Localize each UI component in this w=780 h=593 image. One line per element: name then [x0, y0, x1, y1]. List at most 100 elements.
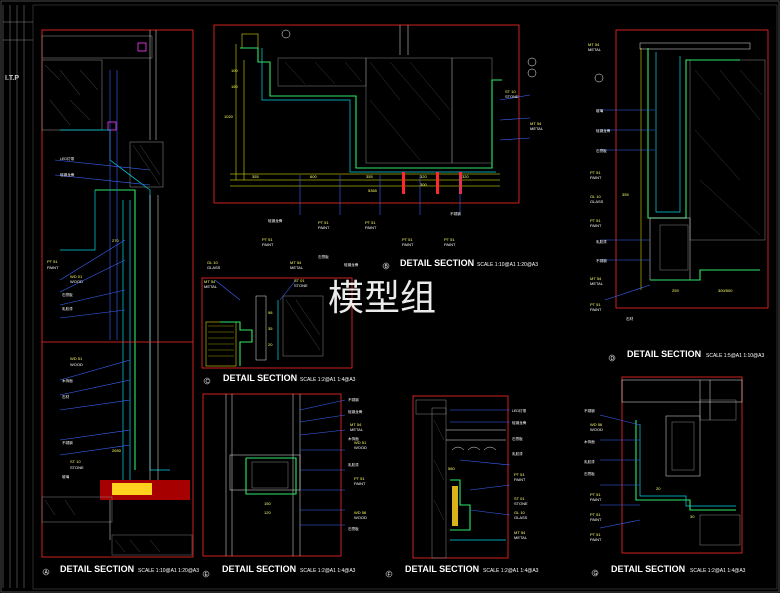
svg-text:150: 150: [264, 501, 271, 506]
svg-text:METAL: METAL: [514, 535, 528, 540]
svg-text:玻璃: 玻璃: [62, 474, 70, 479]
svg-text:5365: 5365: [368, 188, 378, 193]
svg-text:1020: 1020: [224, 114, 234, 119]
svg-text:GLASS: GLASS: [207, 265, 221, 270]
svg-text:LED灯带: LED灯带: [60, 156, 75, 161]
svg-text:120: 120: [264, 510, 271, 515]
svg-text:GLASS: GLASS: [590, 199, 604, 204]
panel-d: MT 54 METAL PT 51 PAINT GL 10 GLASS PT 5…: [588, 29, 769, 362]
svg-text:不锈钢: 不锈钢: [584, 408, 595, 413]
svg-text:35: 35: [268, 326, 273, 331]
panel-e-letter: E: [205, 572, 209, 578]
svg-text:PAINT: PAINT: [590, 223, 602, 228]
panel-d-title: DETAIL SECTION: [627, 349, 701, 359]
svg-text:MT 54: MT 54: [350, 422, 362, 427]
svg-text:PAINT: PAINT: [514, 477, 526, 482]
svg-text:乳胶漆: 乳胶漆: [348, 462, 359, 467]
svg-text:不锈钢: 不锈钢: [596, 258, 607, 263]
svg-text:METAL: METAL: [204, 284, 218, 289]
svg-text:20: 20: [656, 486, 661, 491]
svg-text:PT 51: PT 51: [262, 237, 273, 242]
panel-f-letter: F: [388, 572, 391, 578]
svg-text:98: 98: [268, 310, 273, 315]
svg-text:PAINT: PAINT: [318, 225, 330, 230]
corner-logo: I.T.P: [5, 75, 19, 82]
svg-text:PT 51: PT 51: [318, 220, 329, 225]
svg-text:MT 54: MT 54: [204, 279, 216, 284]
svg-text:PAINT: PAINT: [590, 307, 602, 312]
svg-text:木饰面: 木饰面: [62, 378, 73, 383]
svg-text:METAL: METAL: [290, 265, 304, 270]
svg-text:PT 51: PT 51: [354, 476, 365, 481]
panel-c-letter: C: [206, 379, 210, 385]
panel-e-title: DETAIL SECTION: [222, 564, 296, 574]
svg-text:不锈钢: 不锈钢: [450, 211, 461, 216]
svg-text:STONE: STONE: [505, 94, 519, 99]
svg-text:WOOD: WOOD: [354, 445, 367, 450]
svg-text:320: 320: [420, 174, 427, 179]
svg-text:GL 10: GL 10: [514, 510, 526, 515]
panel-f-scale: SCALE 1:2@A1 1:4@A3: [483, 568, 539, 574]
svg-text:PT 51: PT 51: [590, 512, 601, 517]
svg-text:PAINT: PAINT: [365, 225, 377, 230]
svg-text:轻钢龙骨: 轻钢龙骨: [268, 218, 283, 223]
svg-text:PAINT: PAINT: [47, 265, 59, 270]
svg-text:PT 51: PT 51: [590, 170, 601, 175]
svg-text:STONE: STONE: [514, 501, 528, 506]
panel-a-scale: SCALE 1:10@A1 1:20@A3: [138, 568, 199, 574]
sheet-inner-border: [32, 4, 778, 590]
panel-b-letter: B: [385, 264, 389, 270]
svg-text:PAINT: PAINT: [590, 537, 602, 542]
svg-text:300/500: 300/500: [718, 288, 733, 293]
svg-text:STONE: STONE: [70, 465, 84, 470]
panel-a-title: DETAIL SECTION: [60, 564, 134, 574]
svg-text:300: 300: [420, 182, 427, 187]
svg-text:轻钢龙骨: 轻钢龙骨: [344, 262, 359, 267]
svg-text:PAINT: PAINT: [590, 517, 602, 522]
svg-text:WD 56: WD 56: [354, 510, 367, 515]
svg-text:乳胶漆: 乳胶漆: [62, 306, 73, 311]
svg-text:580: 580: [448, 466, 455, 471]
svg-text:150: 150: [231, 84, 238, 89]
svg-text:石膏板: 石膏板: [348, 526, 359, 531]
svg-text:木饰面: 木饰面: [348, 436, 359, 441]
svg-text:PT 51: PT 51: [514, 472, 525, 477]
svg-text:METAL: METAL: [530, 126, 544, 131]
svg-text:ST 01: ST 01: [294, 278, 305, 283]
svg-text:LED灯带: LED灯带: [512, 408, 527, 413]
svg-text:PT 51: PT 51: [590, 302, 601, 307]
svg-text:MT 54: MT 54: [588, 42, 600, 47]
svg-text:MT 54: MT 54: [590, 276, 602, 281]
svg-text:355: 355: [366, 174, 373, 179]
svg-text:ST 10: ST 10: [505, 89, 516, 94]
svg-text:PT 51: PT 51: [47, 259, 58, 264]
svg-text:乳胶漆: 乳胶漆: [584, 459, 595, 464]
panel-g-letter: G: [594, 571, 598, 577]
svg-text:20: 20: [268, 342, 273, 347]
panel-g-title: DETAIL SECTION: [611, 564, 685, 574]
svg-text:乳胶漆: 乳胶漆: [512, 451, 523, 456]
watermark-text: 模型组: [328, 278, 436, 319]
svg-text:PT 51: PT 51: [444, 237, 455, 242]
panel-c-title: DETAIL SECTION: [223, 373, 297, 383]
title-strip: I.T.P: [2, 5, 33, 588]
panel-c-scale: SCALE 1:2@A1 1:4@A3: [300, 377, 356, 383]
panel-f-title: DETAIL SECTION: [405, 564, 479, 574]
svg-text:320: 320: [462, 174, 469, 179]
svg-text:PAINT: PAINT: [590, 175, 602, 180]
svg-text:PAINT: PAINT: [262, 242, 274, 247]
svg-text:100: 100: [231, 68, 238, 73]
svg-text:石材: 石材: [62, 394, 70, 399]
svg-text:355: 355: [252, 174, 259, 179]
svg-text:WOOD: WOOD: [354, 515, 367, 520]
panel-a-letter: A: [45, 570, 49, 576]
svg-text:PAINT: PAINT: [354, 481, 366, 486]
svg-text:乳胶漆: 乳胶漆: [596, 239, 607, 244]
svg-text:WD 51: WD 51: [354, 440, 367, 445]
svg-text:轻钢龙骨: 轻钢龙骨: [512, 420, 527, 425]
svg-text:不锈钢: 不锈钢: [348, 397, 359, 402]
svg-text:玻璃: 玻璃: [596, 108, 604, 113]
panel-b-scale: SCALE 1:10@A1 1:20@A3: [477, 262, 538, 268]
svg-text:轻钢龙骨: 轻钢龙骨: [60, 172, 75, 177]
svg-text:木饰面: 木饰面: [584, 439, 595, 444]
